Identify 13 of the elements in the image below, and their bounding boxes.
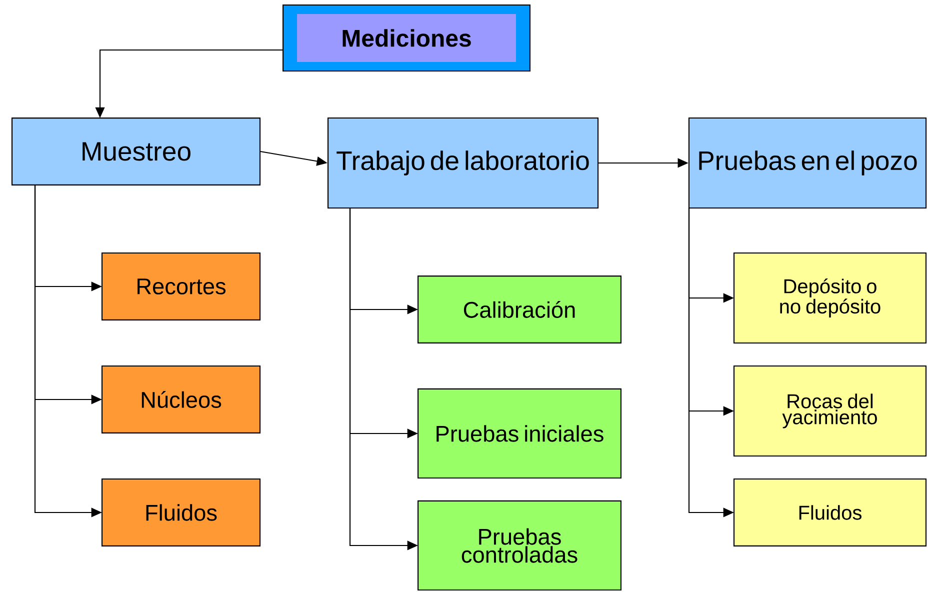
item-box: Pruebas iniciales (418, 388, 622, 479)
item-box: Rocas del yacimiento (733, 365, 927, 457)
item-box: Pruebas controladas (418, 500, 622, 591)
title-box: Mediciones (282, 4, 530, 72)
item-box: Recortes (101, 252, 261, 320)
category-box: Trabajo de laboratorio (327, 117, 599, 209)
item-box: Calibración (418, 276, 622, 344)
item-box: Fluidos (733, 478, 927, 546)
category-box: Pruebas en el pozo (688, 117, 927, 209)
item-box: Fluidos (101, 478, 261, 546)
item-box: Depósito o no depósito (733, 252, 927, 344)
category-box: Muestreo (11, 118, 261, 186)
item-box: Núcleos (101, 366, 261, 434)
